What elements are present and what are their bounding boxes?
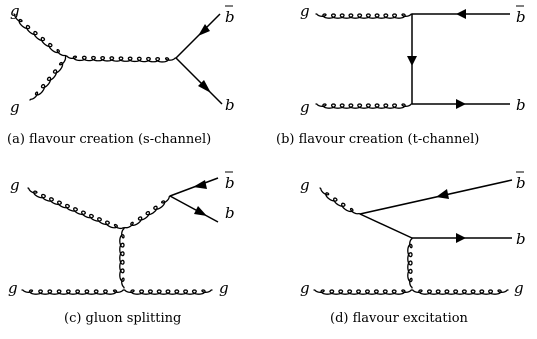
gluon-propagator	[65, 55, 177, 63]
label-g-bottom-left: g	[300, 279, 310, 297]
gluon-incoming-bottom	[29, 55, 67, 101]
label-g-bottom-right: g	[219, 279, 229, 297]
label-g-top: g	[300, 2, 310, 20]
label-g-top: g	[300, 176, 310, 194]
gluon-incoming-top	[319, 187, 361, 215]
gluon-incoming-bottom	[315, 103, 413, 109]
b-quark-line	[175, 57, 223, 105]
b-arrow	[456, 233, 466, 243]
gluon-bottom-left	[21, 289, 125, 295]
caption-a: (a) flavour creation (s-channel)	[7, 132, 211, 147]
label-bbar: b	[516, 8, 526, 26]
bbar-arrow	[436, 189, 449, 199]
label-b: b	[225, 96, 235, 114]
label-bbar: b	[516, 174, 526, 192]
label-b: b	[225, 204, 235, 222]
label-b: b	[516, 230, 526, 248]
label-bbar: b	[225, 8, 235, 26]
gluon-bottom-right	[411, 289, 509, 295]
gluon-exchange-vertical	[119, 227, 125, 289]
gluon-incoming-top	[315, 13, 413, 19]
b-arrow	[456, 99, 466, 109]
gluon-incoming-top	[13, 13, 67, 57]
gluon-bottom-right	[123, 289, 213, 295]
label-g-bottom: g	[10, 98, 20, 116]
label-b: b	[516, 96, 526, 114]
internal-quark-line	[359, 213, 413, 239]
b-arrow	[194, 206, 207, 216]
label-g-top: g	[10, 176, 20, 194]
panel-c: g g g b b (c) gluon splitting	[8, 171, 235, 326]
bbar-arrow	[198, 24, 210, 36]
label-g-top: g	[10, 2, 20, 20]
b-arrow	[198, 80, 211, 93]
label-bbar: b	[225, 174, 235, 192]
caption-b: (b) flavour creation (t-channel)	[276, 132, 479, 147]
t-channel-arrow	[407, 56, 417, 66]
bbar-arrow	[456, 9, 466, 19]
label-g-bottom-right: g	[514, 279, 524, 297]
gluon-bottom-left	[313, 289, 413, 295]
caption-d: (d) flavour excitation	[330, 311, 469, 326]
gluon-exchange-vertical	[407, 237, 413, 289]
bbar-arrow	[193, 180, 207, 189]
panel-b: g g b b (b) flavour creation (t-channel)	[276, 2, 526, 147]
label-g-bottom: g	[300, 98, 310, 116]
caption-c: (c) gluon splitting	[64, 311, 181, 326]
label-g-bottom-left: g	[8, 279, 18, 297]
panel-d: g g g b b (d) flavour excitation	[300, 171, 526, 326]
b-quark-line	[169, 195, 219, 223]
gluon-incoming-top	[27, 187, 125, 230]
gluon-splitting-branch	[123, 195, 171, 229]
panel-a: g g b b (a) flavour creation (s-channel)	[7, 2, 235, 147]
